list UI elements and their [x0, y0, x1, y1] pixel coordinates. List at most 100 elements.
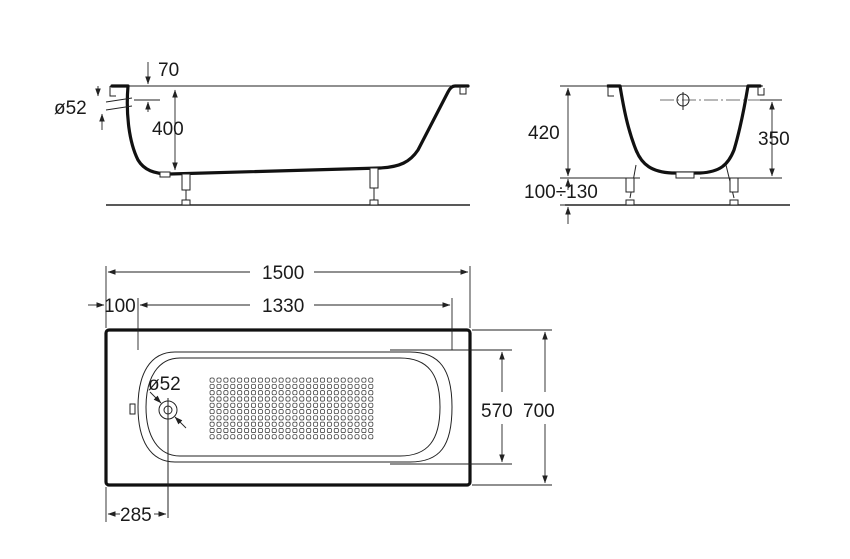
antislip-dot [244, 396, 250, 402]
antislip-dot [285, 377, 291, 383]
antislip-dot [292, 383, 298, 389]
antislip-dot [306, 390, 312, 396]
antislip-dot [361, 396, 367, 402]
plan-drain-arrow-b [174, 416, 187, 429]
antislip-dot [306, 421, 312, 427]
antislip-dot [271, 409, 277, 415]
side-overflow-line [105, 97, 133, 103]
antislip-dot [292, 409, 298, 415]
antislip-dot [354, 421, 360, 427]
end-rim-detail-left [607, 86, 614, 97]
side-leg-right [369, 167, 379, 206]
side-overflow-line-2 [105, 105, 133, 111]
plan-dim-700-label: 700 [523, 401, 555, 422]
antislip-dot [347, 434, 353, 440]
antislip-dot [368, 390, 374, 396]
antislip-dot [326, 421, 332, 427]
antislip-dot [313, 383, 319, 389]
antislip-dot [347, 409, 353, 415]
antislip-dot [299, 383, 305, 389]
antislip-dot [271, 428, 277, 433]
antislip-dot [209, 377, 215, 383]
antislip-dot [320, 402, 325, 408]
antislip-dot [278, 415, 284, 421]
plan-antislip-pattern [209, 377, 374, 440]
antislip-dot [368, 434, 374, 440]
antislip-dot [306, 415, 312, 421]
antislip-dot [313, 415, 319, 421]
antislip-dot [237, 390, 243, 396]
antislip-dot [354, 415, 360, 421]
antislip-dot [264, 434, 270, 440]
antislip-dot [244, 377, 250, 383]
antislip-dot [223, 390, 229, 396]
antislip-dot [333, 434, 339, 440]
antislip-dot [313, 396, 319, 402]
antislip-dot [313, 434, 319, 440]
antislip-dot [264, 402, 270, 408]
antislip-dot [285, 421, 291, 427]
antislip-dot [209, 402, 215, 408]
antislip-dot [271, 402, 277, 408]
antislip-dot [320, 409, 325, 415]
antislip-dot [264, 421, 270, 427]
plan-dim-1500-label: 1500 [262, 263, 304, 284]
antislip-dot [313, 428, 319, 433]
antislip-dot [230, 415, 236, 421]
antislip-dot [340, 409, 346, 415]
antislip-dot [223, 434, 229, 440]
antislip-dot [278, 396, 284, 402]
antislip-dot [285, 409, 291, 415]
antislip-dot [257, 396, 263, 402]
antislip-dot [285, 402, 291, 408]
antislip-dot [361, 421, 367, 427]
antislip-dot [251, 434, 256, 440]
plan-inner-basin [137, 351, 453, 463]
antislip-dot [333, 402, 339, 408]
antislip-dot [347, 402, 353, 408]
antislip-dot [251, 390, 256, 396]
antislip-dot [285, 383, 291, 389]
antislip-dot [278, 434, 284, 440]
antislip-dot [271, 383, 277, 389]
antislip-dot [264, 377, 270, 383]
antislip-dot [244, 409, 250, 415]
antislip-dot [326, 434, 332, 440]
antislip-dot [237, 402, 243, 408]
antislip-dot [230, 377, 236, 383]
antislip-dot [299, 377, 305, 383]
antislip-dot [257, 415, 263, 421]
antislip-dot [209, 383, 215, 389]
antislip-dot [361, 377, 367, 383]
antislip-dot [340, 415, 346, 421]
end-dim-legs-label: 100÷130 [524, 182, 598, 203]
antislip-dot [237, 428, 243, 433]
antislip-dot [320, 377, 325, 383]
plan-dim-100-label: 100 [104, 296, 136, 317]
antislip-dot [257, 390, 263, 396]
antislip-dot [230, 434, 236, 440]
antislip-dot [333, 415, 339, 421]
antislip-dot [230, 396, 236, 402]
antislip-dot [299, 415, 305, 421]
antislip-dot [244, 428, 250, 433]
antislip-dot [340, 396, 346, 402]
antislip-dot [292, 377, 298, 383]
end-rim-detail-right [757, 86, 765, 96]
antislip-dot [320, 383, 325, 389]
antislip-dot [340, 402, 346, 408]
antislip-dot [278, 377, 284, 383]
antislip-dot [285, 434, 291, 440]
antislip-dot [216, 402, 222, 408]
antislip-dot [251, 421, 256, 427]
antislip-dot [216, 421, 222, 427]
end-drain-outlet [675, 171, 695, 179]
plan-dim-285-label: 285 [120, 505, 152, 526]
antislip-dot [368, 396, 374, 402]
antislip-dot [320, 415, 325, 421]
antislip-dot [230, 421, 236, 427]
antislip-dot [340, 434, 346, 440]
antislip-dot [361, 415, 367, 421]
antislip-dot [368, 428, 374, 433]
